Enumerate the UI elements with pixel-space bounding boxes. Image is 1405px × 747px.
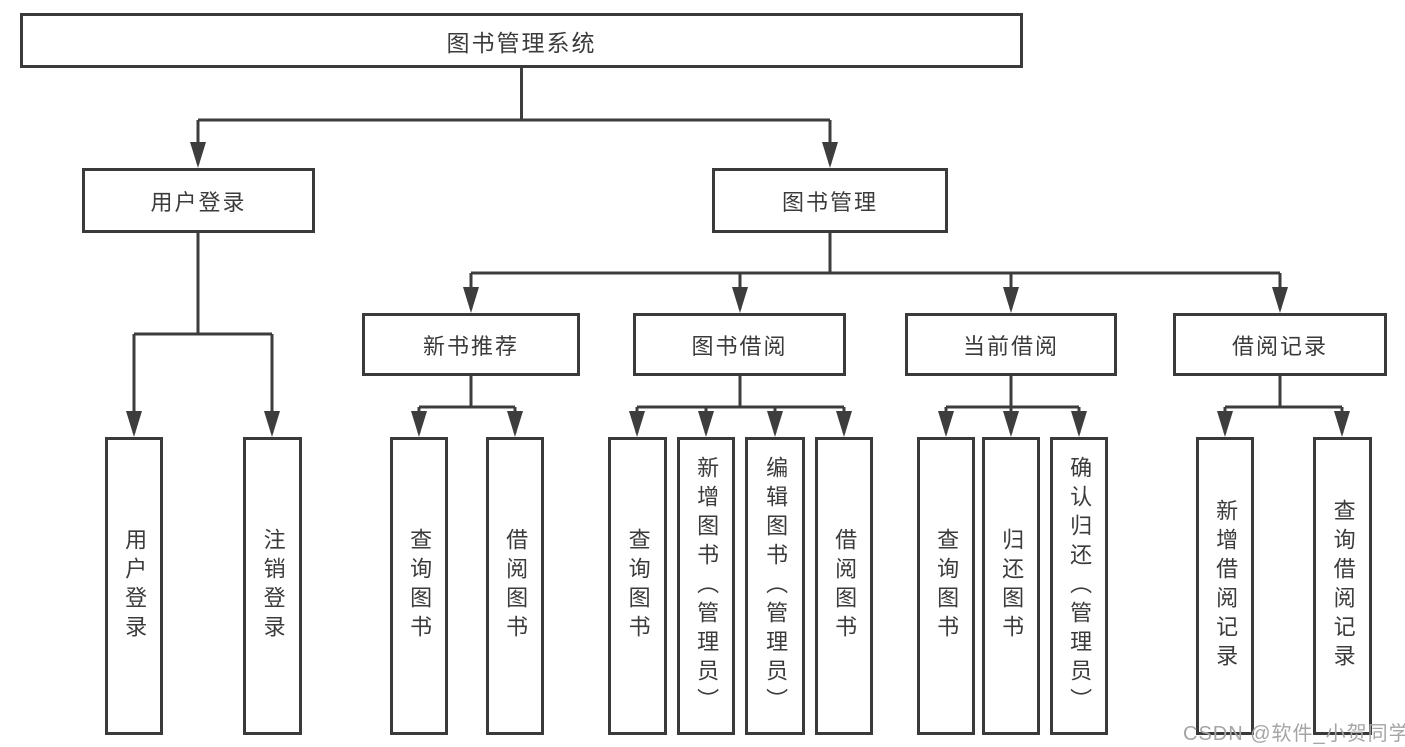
node-query-borrow-record: 查询借阅记录 [1313,437,1372,735]
node-query-books-recommend: 查询图书 [390,437,448,735]
node-return-books: 归还图书 [982,437,1040,735]
node-add-borrow-record: 新增借阅记录 [1196,437,1254,735]
node-book-management-module: 图书管理 [712,168,948,233]
node-logout: 注销登录 [243,437,302,735]
node-borrow-records: 借阅记录 [1173,313,1387,376]
node-query-books-current: 查询图书 [917,437,975,735]
node-add-book-admin: 新增图书（管理员） [677,437,735,735]
node-new-book-recommend: 新书推荐 [362,313,580,376]
node-library-management-system: 图书管理系统 [20,13,1023,68]
node-borrow-books: 借阅图书 [815,437,873,735]
node-user-login-module: 用户登录 [82,168,315,233]
csdn-watermark: CSDN @软件_小贺同学 [1183,723,1405,745]
node-book-borrow: 图书借阅 [633,313,846,376]
node-confirm-return-admin: 确认归还（管理员） [1050,437,1108,735]
node-query-books-borrow: 查询图书 [608,437,667,735]
node-user-login: 用户登录 [105,437,163,735]
arrowheads [126,142,1350,437]
node-borrow-books-recommend: 借阅图书 [486,437,544,735]
node-current-borrow: 当前借阅 [905,313,1117,376]
node-edit-book-admin: 编辑图书（管理员） [745,437,805,735]
